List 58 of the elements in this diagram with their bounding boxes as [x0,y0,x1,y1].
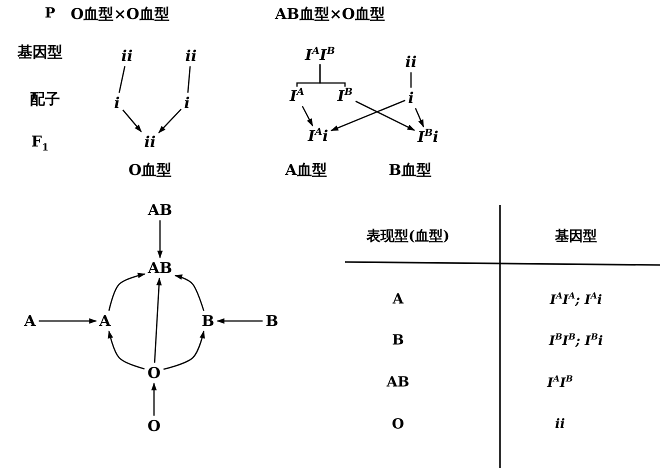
label-text: AB血型×O血型 [274,4,386,24]
arrow [174,274,204,311]
label-text: O血型×O血型 [70,4,170,24]
arrow [151,382,157,416]
genotype-text: ii [403,52,419,72]
label-text: A血型 [284,160,328,180]
arrow [157,220,163,259]
blood-type-text: B [264,312,280,330]
connector-line [187,66,191,93]
table-cell-text: B [391,332,405,350]
genotype-text: i [112,94,122,112]
blood-type-text: B [200,312,216,330]
arrow [414,108,424,128]
arrow [330,100,406,132]
genotype-text: I$^{A}$I$^{B}$ [303,46,337,64]
connector-line [319,64,346,87]
label-text: B血型 [388,160,432,180]
genotype-text: I$^{A}$ [288,86,306,106]
connector-line [410,72,412,88]
table-cell-text: O [390,416,406,434]
genotype-text: ii [142,132,158,152]
genotype-text: i [182,94,192,112]
arrow [38,318,97,324]
arrow [108,272,146,311]
arrow [163,330,205,370]
table-cell-text: I$^{A}$I$^{A}$; I$^{A}$i [548,290,604,310]
blood-type-text: A [97,312,113,330]
table-cell-text: I$^{A}$I$^{B}$ [546,374,574,392]
blood-type-text: O [145,364,163,382]
genotype-text: I$^{A}$i [306,126,330,146]
blood-type-text: O [145,416,163,436]
table-cell-text: AB [386,374,410,392]
label-text: 基因型 [16,42,64,62]
table-header: 表现型(血型) [365,228,451,246]
label-text: F$_{1}$ [30,132,50,156]
connector-line [118,66,126,93]
table-cell-text: ii [554,416,566,434]
label-text: O血型 [127,160,173,180]
arrow [158,108,182,134]
label-text: 配子 [29,90,61,108]
genotype-text: ii [183,46,199,66]
genotype-text: I$^{B}$i [416,128,440,146]
arrow [108,330,145,370]
genotype-text: i [406,88,416,108]
genotype-text: I$^{B}$ [335,86,355,106]
genotype-text: ii [119,46,135,66]
arrow [302,106,314,126]
table-cell-text: A [392,291,405,309]
label-text: P [44,5,56,23]
arrow [355,100,416,131]
blood-type-text: A [22,312,38,330]
table-cell-text: I$^{B}$I$^{B}$; I$^{B}$i [548,332,604,350]
arrow [216,318,263,324]
arrow [122,110,142,132]
arrow [154,277,162,363]
blood-type-text: AB [146,200,174,220]
table-header: 基因型 [554,228,598,246]
blood-type-text: AB [146,258,174,278]
